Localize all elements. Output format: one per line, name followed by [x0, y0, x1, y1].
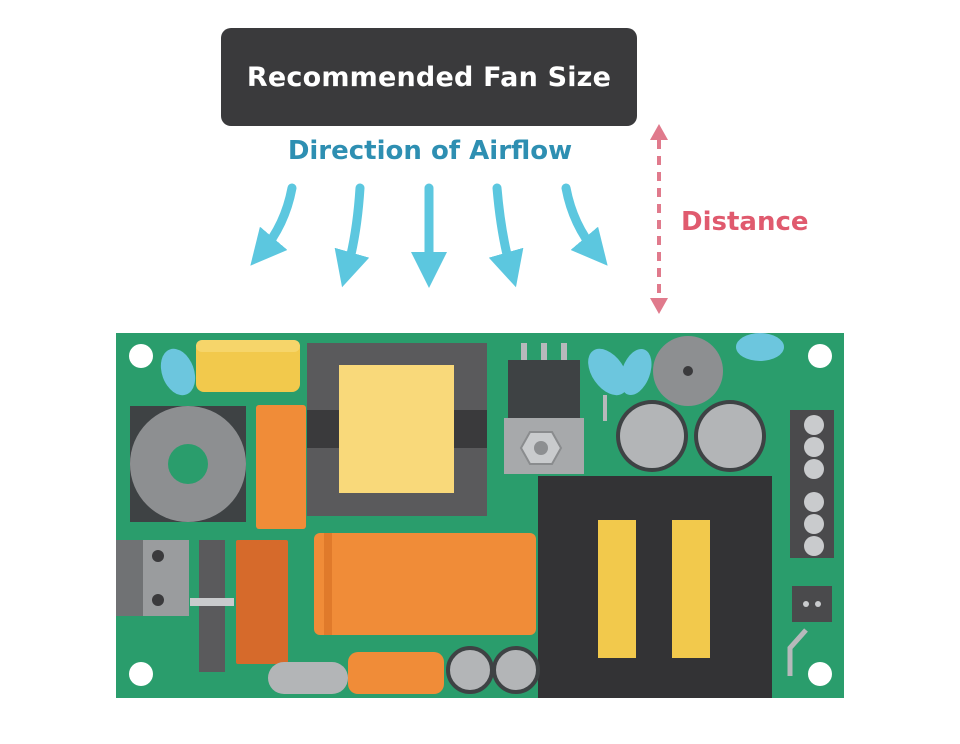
fan-size-label: Recommended Fan Size — [246, 61, 612, 93]
airflow-arrow-icon — [250, 183, 297, 266]
airflow-label: Direction of Airflow — [287, 136, 573, 166]
double-arrow-vertical-icon — [650, 124, 668, 314]
airflow-arrow-icon — [561, 183, 608, 266]
fan-size-box: Recommended Fan Size — [221, 28, 637, 126]
distance-label: Distance — [681, 207, 809, 237]
circuit-board-icon — [116, 333, 844, 698]
airflow-arrow-icon — [488, 183, 524, 288]
airflow-arrows — [250, 183, 608, 288]
airflow-arrow-icon — [334, 183, 370, 288]
